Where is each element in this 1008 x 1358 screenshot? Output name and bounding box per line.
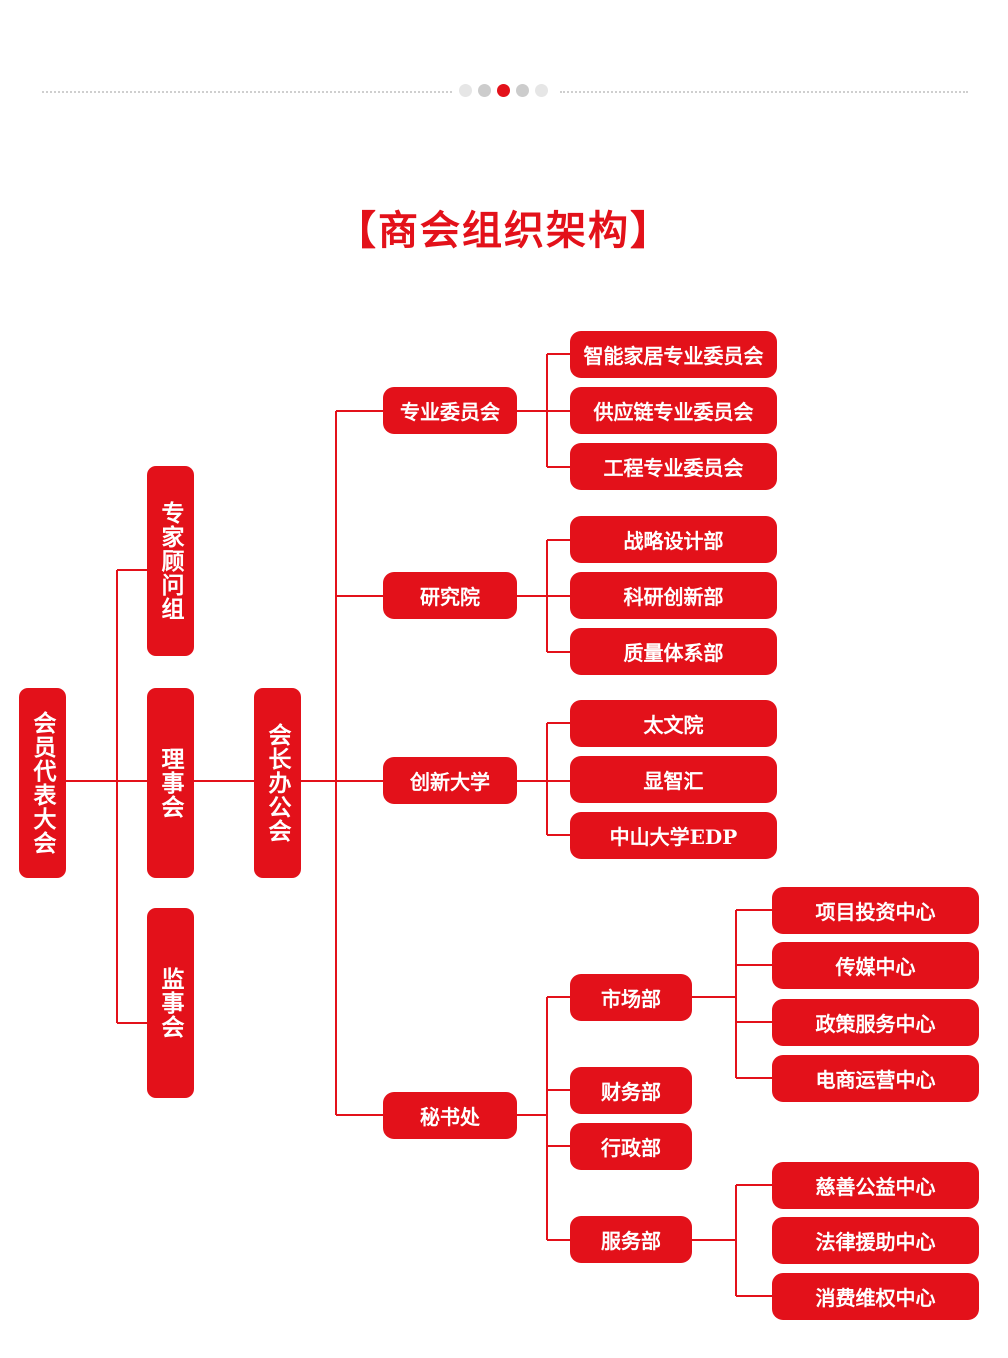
node-quality-system: 质量体系部	[570, 628, 777, 675]
node-policy-service: 政策服务中心	[772, 999, 979, 1046]
node-supervisory-board-label: 监事会	[157, 967, 184, 1039]
header-divider-right	[560, 91, 968, 93]
node-legal-aid: 法律援助中心	[772, 1217, 979, 1264]
node-committee-smart-home: 智能家居专业委员会	[570, 331, 777, 378]
node-rd-innovation: 科研创新部	[570, 572, 777, 619]
node-strategy-design: 战略设计部	[570, 516, 777, 563]
node-president-office: 会长办公会	[254, 688, 301, 878]
node-market-dept: 市场部	[570, 974, 692, 1021]
node-committees: 专业委员会	[383, 387, 517, 434]
node-expert-advisory-label: 专家顾问组	[157, 501, 184, 621]
node-council-label: 理事会	[157, 747, 184, 819]
node-expert-advisory: 专家顾问组	[147, 466, 194, 656]
node-committee-engineering: 工程专业委员会	[570, 443, 777, 490]
node-admin-dept: 行政部	[570, 1123, 692, 1170]
node-supervisory-board: 监事会	[147, 908, 194, 1098]
node-finance-dept: 财务部	[570, 1067, 692, 1114]
header-divider-left	[42, 91, 452, 93]
page-dot-2[interactable]	[478, 84, 491, 97]
node-taiwenyuan: 太文院	[570, 700, 777, 747]
node-innovation-university: 创新大学	[383, 757, 517, 804]
node-service-dept: 服务部	[570, 1216, 692, 1263]
page-dot-5[interactable]	[535, 84, 548, 97]
node-project-investment: 项目投资中心	[772, 887, 979, 934]
node-charity-center: 慈善公益中心	[772, 1162, 979, 1209]
page-title: 【商会组织架构】	[336, 207, 672, 254]
node-research-institute: 研究院	[383, 572, 517, 619]
node-media-center: 传媒中心	[772, 942, 979, 989]
node-member-congress-label: 会员代表大会	[29, 711, 56, 855]
page-dot-4[interactable]	[516, 84, 529, 97]
node-ecommerce-ops: 电商运营中心	[772, 1055, 979, 1102]
node-member-congress: 会员代表大会	[19, 688, 66, 878]
node-secretariat: 秘书处	[383, 1092, 517, 1139]
page-dot-3-active[interactable]	[497, 84, 510, 97]
node-committee-supply-chain: 供应链专业委员会	[570, 387, 777, 434]
node-consumer-rights: 消费维权中心	[772, 1273, 979, 1320]
node-president-office-label: 会长办公会	[264, 723, 291, 843]
node-council: 理事会	[147, 688, 194, 878]
page-indicator	[459, 84, 551, 98]
node-xianzhihui: 显智汇	[570, 756, 777, 803]
node-sysu-edp: 中山大学EDP	[570, 812, 777, 859]
page-dot-1[interactable]	[459, 84, 472, 97]
